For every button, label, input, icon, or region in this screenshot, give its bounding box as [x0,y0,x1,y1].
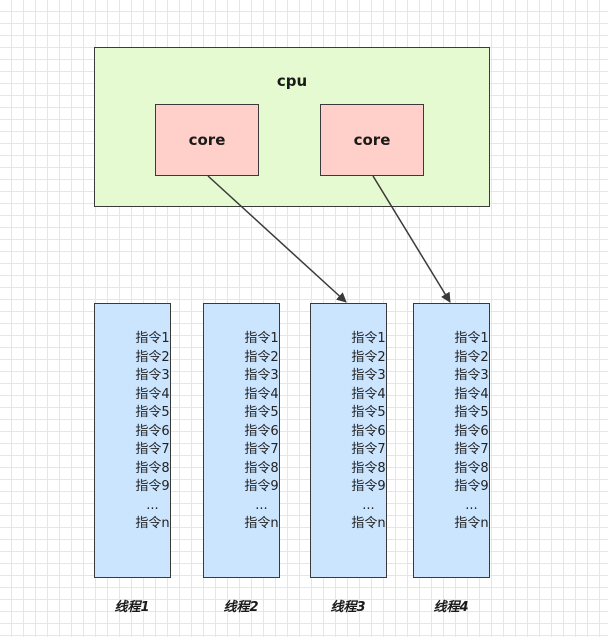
instruction-item: 指令2 [351,349,386,365]
thread-box-2: 指令1 指令2 指令3 指令4 指令5 指令6 指令7 指令8 指令9 ... … [203,303,280,578]
instruction-item: 指令n [351,516,386,531]
thread-box-1: 指令1 指令2 指令3 指令4 指令5 指令6 指令7 指令8 指令9 ... … [94,303,171,578]
instruction-item: 指令6 [351,423,386,439]
thread-label-2: 线程2 [223,600,259,615]
instruction-ellipsis: ... [146,497,159,513]
instruction-item: 指令1 [454,331,489,346]
instruction-item: 指令8 [244,460,279,476]
instruction-item: 指令9 [454,479,489,494]
instruction-item: 指令5 [351,405,386,420]
instruction-item: 指令7 [454,442,489,457]
thread-label-4: 线程4 [433,600,469,615]
instruction-item: 指令8 [351,460,386,476]
arrow-core2-to-thread4 [372,175,451,303]
instruction-ellipsis: ... [362,497,375,513]
instruction-item: 指令8 [454,460,489,476]
instruction-item: 指令8 [135,460,170,476]
instruction-item: 指令3 [135,368,170,383]
instruction-item: 指令4 [244,386,279,402]
instruction-item: 指令2 [244,349,279,365]
arrow-core1-to-thread3 [207,175,347,303]
thread-label-1: 线程1 [114,600,150,615]
instruction-item: 指令7 [244,442,279,457]
core-box-2: core [320,104,424,176]
instruction-item: 指令4 [454,386,489,402]
instruction-item: 指令4 [351,386,386,402]
instruction-item: 指令7 [135,442,170,457]
instruction-item: 指令5 [244,405,279,420]
instruction-item: 指令9 [244,479,279,494]
instruction-item: 指令9 [351,479,386,494]
instruction-item: 指令3 [454,368,489,383]
instruction-item: 指令5 [135,405,170,420]
instruction-ellipsis: ... [255,497,268,513]
instruction-item: 指令2 [454,349,489,365]
thread-box-4: 指令1 指令2 指令3 指令4 指令5 指令6 指令7 指令8 指令9 ... … [413,303,490,578]
instruction-item: 指令n [454,516,489,531]
thread-label-3: 线程3 [330,600,366,615]
instruction-item: 指令6 [135,423,170,439]
cpu-label: cpu [276,72,308,90]
core-box-1: core [155,104,259,176]
instruction-item: 指令1 [351,331,386,346]
instruction-item: 指令2 [135,349,170,365]
instruction-item: 指令4 [135,386,170,402]
instruction-item: 指令1 [244,331,279,346]
instruction-item: 指令3 [351,368,386,383]
instruction-item: 指令n [244,516,279,531]
instruction-ellipsis: ... [465,497,478,513]
instruction-item: 指令7 [351,442,386,457]
instruction-item: 指令9 [135,479,170,494]
instruction-item: 指令1 [135,331,170,346]
instruction-item: 指令5 [454,405,489,420]
instruction-item: 指令6 [244,423,279,439]
thread-box-3: 指令1 指令2 指令3 指令4 指令5 指令6 指令7 指令8 指令9 ... … [310,303,387,578]
instruction-item: 指令3 [244,368,279,383]
instruction-item: 指令n [135,516,170,531]
instruction-item: 指令6 [454,423,489,439]
